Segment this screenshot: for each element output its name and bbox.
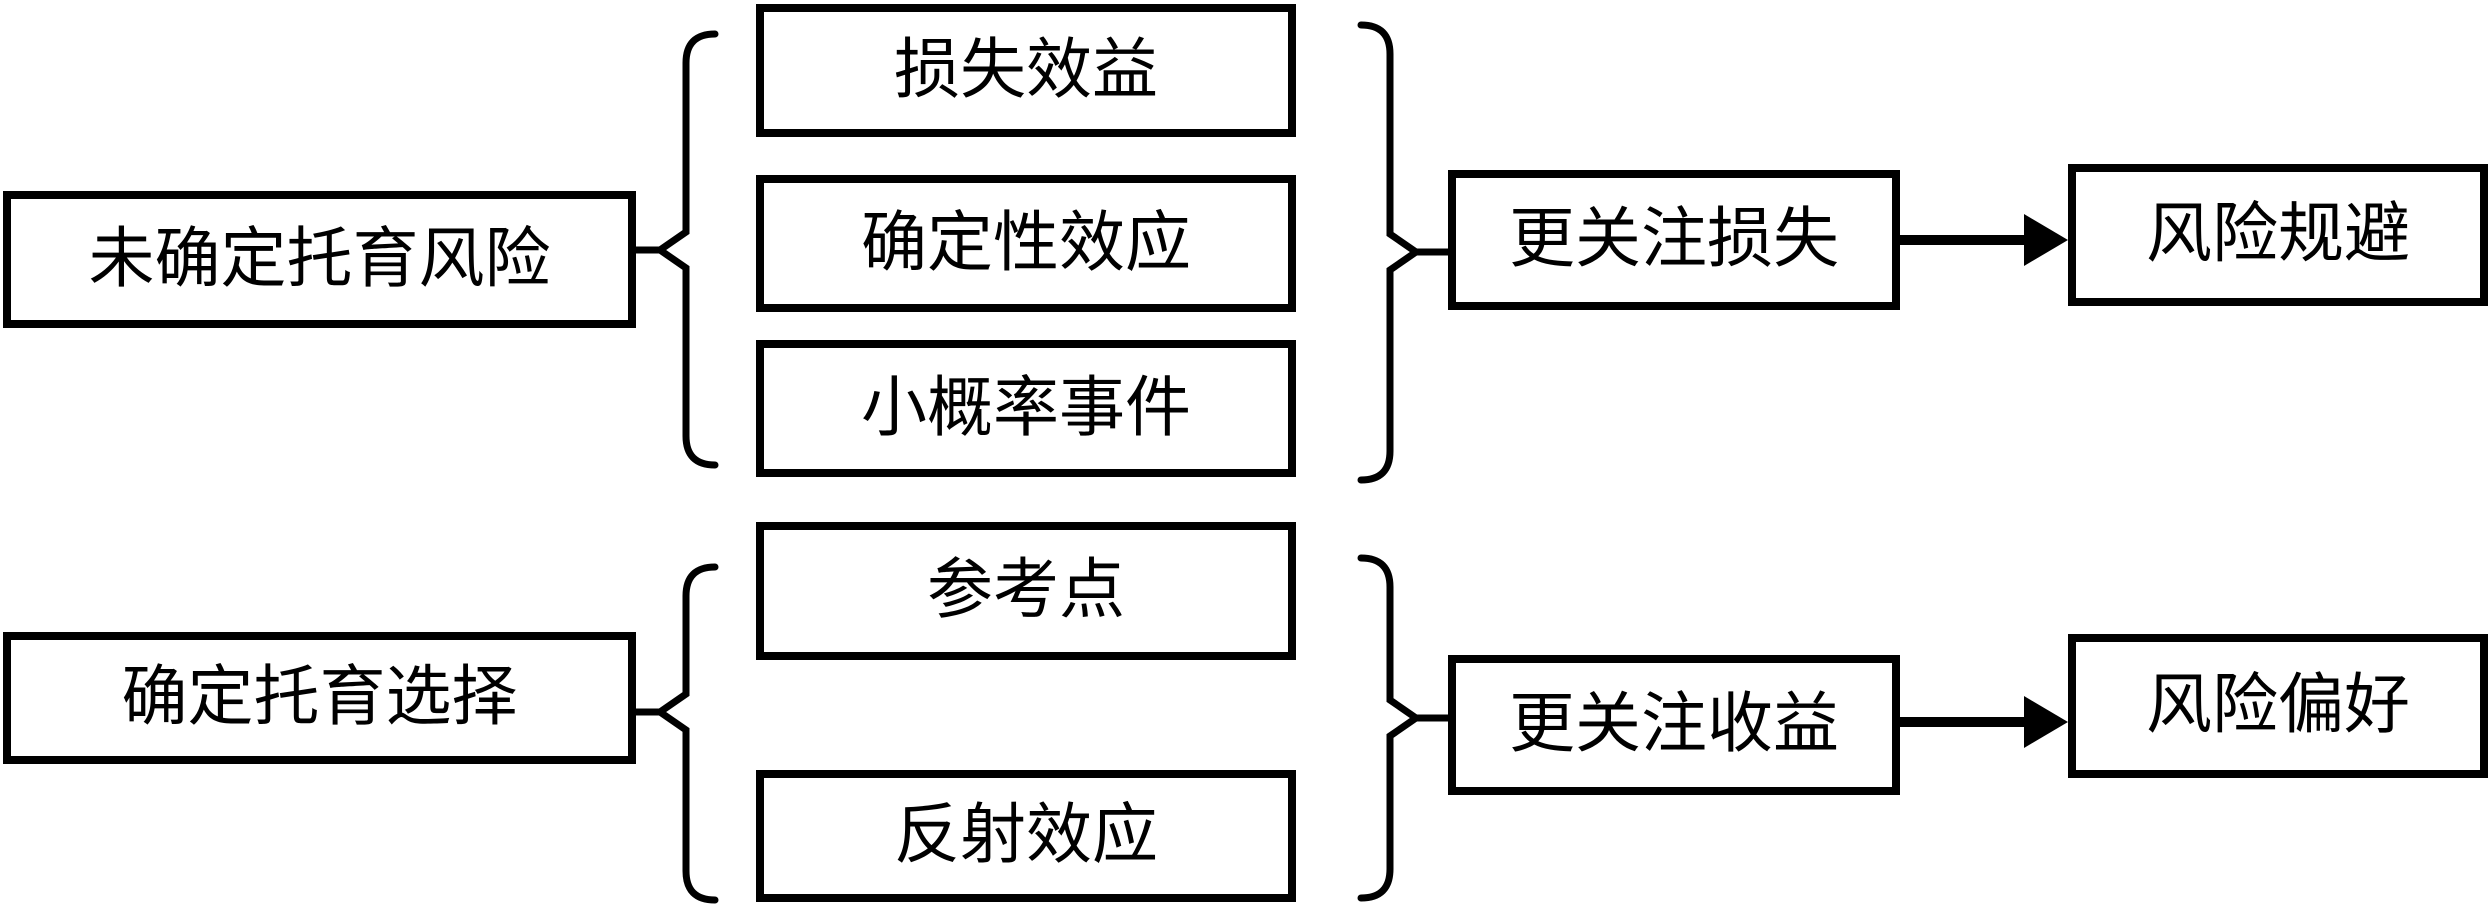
box-label: 确定性效应 <box>861 206 1191 280</box>
box-label: 未确定托育风险 <box>88 222 551 296</box>
box-label: 反射效应 <box>894 799 1158 872</box>
box-label: 风险偏好 <box>2146 669 2410 742</box>
box-risk-aversion: 风险规避 <box>2068 164 2488 306</box>
box-reflection-effect: 反射效应 <box>756 770 1296 902</box>
bottom-right-brace <box>1357 554 1423 902</box>
bottom-arrow <box>1900 696 2068 748</box>
box-focus-on-loss: 更关注损失 <box>1448 170 1900 310</box>
top-right-brace <box>1357 21 1423 484</box>
box-label: 更关注收益 <box>1509 688 1839 761</box>
box-focus-on-gain: 更关注收益 <box>1448 655 1900 795</box>
box-label: 小概率事件 <box>861 371 1191 445</box>
box-label: 参考点 <box>927 554 1125 627</box>
box-undetermined-childcare-risk: 未确定托育风险 <box>3 191 636 328</box>
bottom-arrow-head <box>2024 696 2068 748</box>
box-loss-utility: 损失效益 <box>756 4 1296 137</box>
box-risk-preference: 风险偏好 <box>2068 634 2488 778</box>
box-certainty-effect: 确定性效应 <box>756 175 1296 312</box>
box-label: 确定托育选择 <box>121 661 518 734</box>
bottom-left-brace <box>653 563 719 904</box>
box-reference-point: 参考点 <box>756 522 1296 660</box>
top-left-brace <box>653 30 719 469</box>
box-small-probability-event: 小概率事件 <box>756 340 1296 477</box>
box-label: 风险规避 <box>2146 198 2410 271</box>
top-arrow <box>1900 214 2068 266</box>
box-label: 更关注损失 <box>1509 203 1839 276</box>
box-determined-childcare-choice: 确定托育选择 <box>3 632 636 764</box>
box-label: 损失效益 <box>894 33 1158 107</box>
top-arrow-head <box>2024 214 2068 266</box>
